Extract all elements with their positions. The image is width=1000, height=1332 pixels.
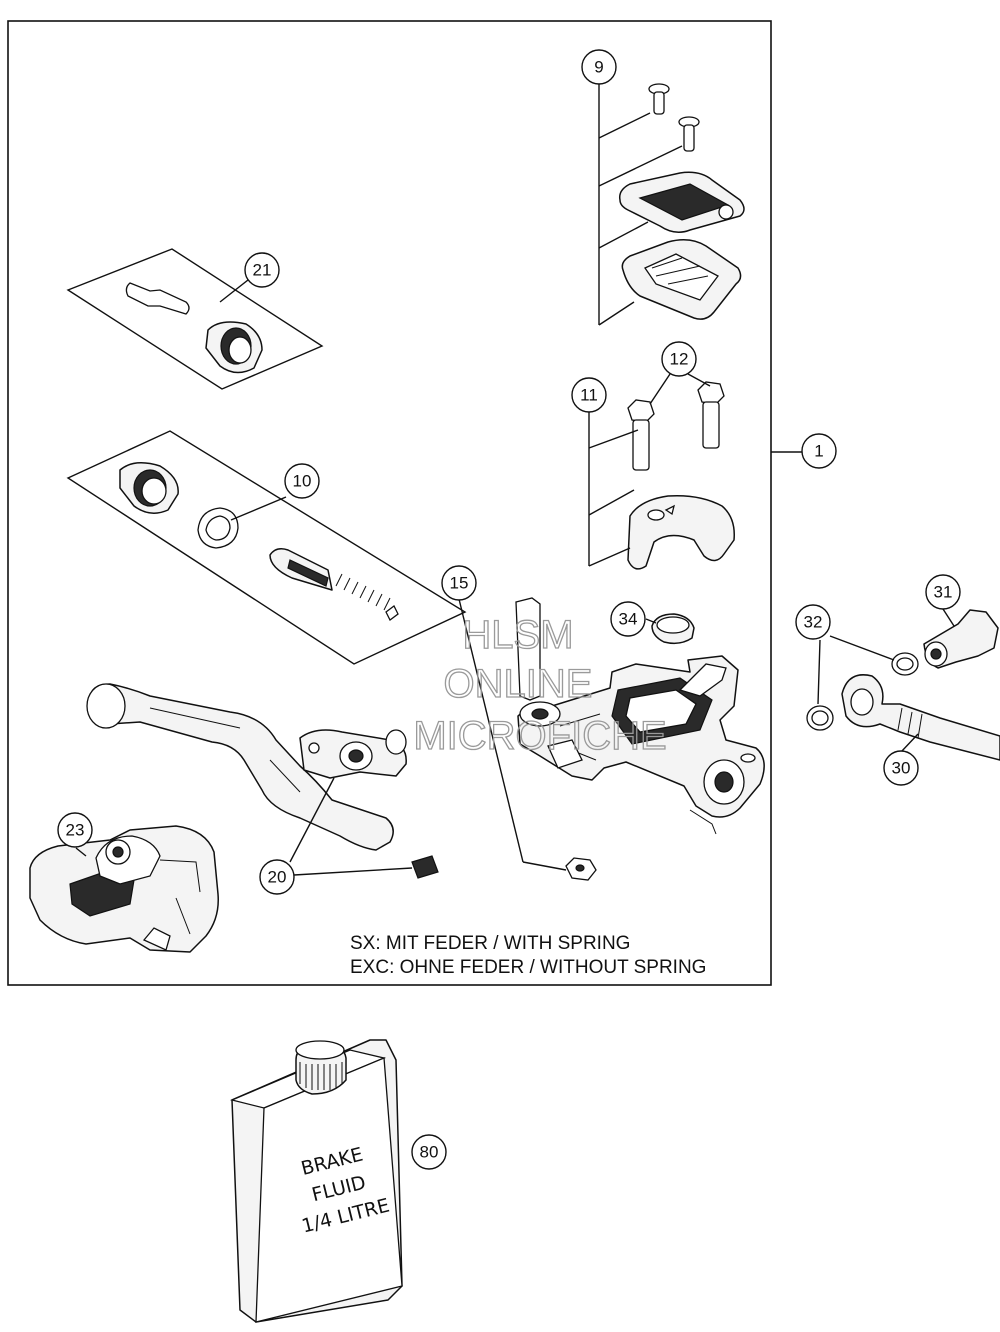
adjusting-screw [411,855,439,879]
callout-30[interactable]: 30 [883,750,919,786]
callout-80-number: 80 [420,1143,439,1162]
hand-lever [86,683,407,851]
watermark: HLSM ONLINE MICROFICHE [413,612,668,758]
callout-11[interactable]: 11 [571,377,607,413]
callout-15[interactable]: 15 [441,565,477,601]
callout-23-number: 23 [66,821,85,840]
master-cylinder-body [515,597,765,835]
circlip [197,507,239,549]
clamp-bolt [627,381,725,471]
callout-21-number: 21 [253,261,272,280]
callout-30-number: 30 [892,759,911,778]
callout-11-number: 11 [580,386,598,405]
callout-10[interactable]: 10 [284,463,320,499]
piston-with-spring [269,548,399,621]
kit-10-frame [66,430,467,665]
callout-12-number: 12 [670,350,689,369]
cover-screw [648,83,700,152]
kit-21-frame [66,248,324,390]
sealing-ring [806,652,919,731]
callout-15-number: 15 [450,574,469,593]
pushrod-pin [125,282,190,315]
watermark-line-1: HLSM [462,613,573,657]
callout-34[interactable]: 34 [610,601,646,637]
callout-9[interactable]: 9 [581,49,617,85]
callout-9-number: 9 [594,58,603,77]
callout-20-number: 20 [268,868,287,887]
callout-20[interactable]: 20 [259,859,295,895]
callout-23[interactable]: 23 [57,812,93,848]
bleed-nut [565,857,597,881]
callout-31[interactable]: 31 [925,574,961,610]
reservoir-cover-kit [618,83,745,320]
watermark-line-2: ONLINE [444,662,593,706]
banjo-bolt [923,609,999,669]
callout-10-number: 10 [293,472,312,491]
watermark-line-3: MICROFICHE [413,714,666,758]
callout-31-number: 31 [934,583,953,602]
piston-seal [119,462,179,514]
note-line-2: EXC: OHNE FEDER / WITHOUT SPRING [350,957,706,978]
callout-1[interactable]: 1 [801,433,837,469]
callout-32-number: 32 [804,613,823,632]
lever-cover [29,825,219,953]
reservoir-membrane [621,239,742,320]
callout-32[interactable]: 32 [795,604,831,640]
callout-12[interactable]: 12 [661,341,697,377]
assembly-frame [7,20,772,986]
reservoir-cap-34 [651,613,695,645]
brake-fluid-bottle: BRAKE FLUID 1/4 LITRE [229,1039,403,1323]
callout-80[interactable]: 80 [411,1134,447,1170]
callout-21[interactable]: 21 [244,252,280,288]
callout-1-number: 1 [814,442,823,461]
brake-hose [841,674,1000,761]
handlebar-clamp [627,494,735,570]
note-line-1: SX: MIT FEDER / WITH SPRING [350,933,630,954]
piston-cup [205,321,263,374]
callout-34-number: 34 [619,610,638,629]
reservoir-cover [618,171,745,233]
